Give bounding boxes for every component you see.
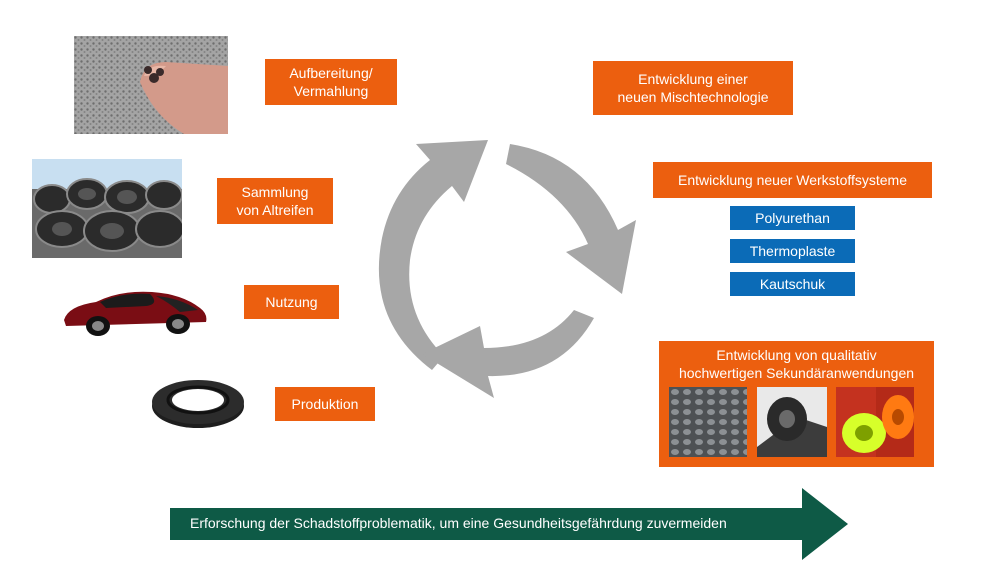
cycle-arrow-bottom xyxy=(422,310,594,398)
werkstoffsysteme-label: Entwicklung neuer Werkstoffsysteme xyxy=(653,162,932,198)
produktion-label: Produktion xyxy=(275,387,375,421)
granulate-finger-photo xyxy=(74,36,228,134)
thermoplaste-label: Thermoplaste xyxy=(730,239,855,263)
nutzung-label: Nutzung xyxy=(244,285,339,319)
old-tires-photo xyxy=(32,159,182,258)
sekundaeranwendungen-panel: Entwicklung von qualitativ hochwertigen … xyxy=(659,341,934,467)
cycle-arrow-right xyxy=(506,144,636,294)
aufbereitung-vermahlung-label: Aufbereitung/ Vermahlung xyxy=(265,59,397,105)
colored-hoses-photo xyxy=(836,387,914,457)
recycling-cycle-arrows xyxy=(378,140,636,398)
kautschuk-label: Kautschuk xyxy=(730,272,855,296)
cycle-arrow-left xyxy=(378,140,488,370)
sports-car-photo xyxy=(60,282,210,338)
new-tire-photo xyxy=(150,372,246,432)
rubber-roll-photo xyxy=(757,387,827,457)
rubber-mat-photo xyxy=(669,387,747,457)
sekundaeranwendungen-label: Entwicklung von qualitativ hochwertigen … xyxy=(678,347,915,381)
research-arrow-text: Erforschung der Schadstoffproblematik, u… xyxy=(190,515,727,531)
polyurethan-label: Polyurethan xyxy=(730,206,855,230)
research-arrow xyxy=(170,488,848,560)
sammlung-altreifen-label: Sammlung von Altreifen xyxy=(217,178,333,224)
mischtechnologie-label: Entwicklung einer neuen Mischtechnologie xyxy=(593,61,793,115)
